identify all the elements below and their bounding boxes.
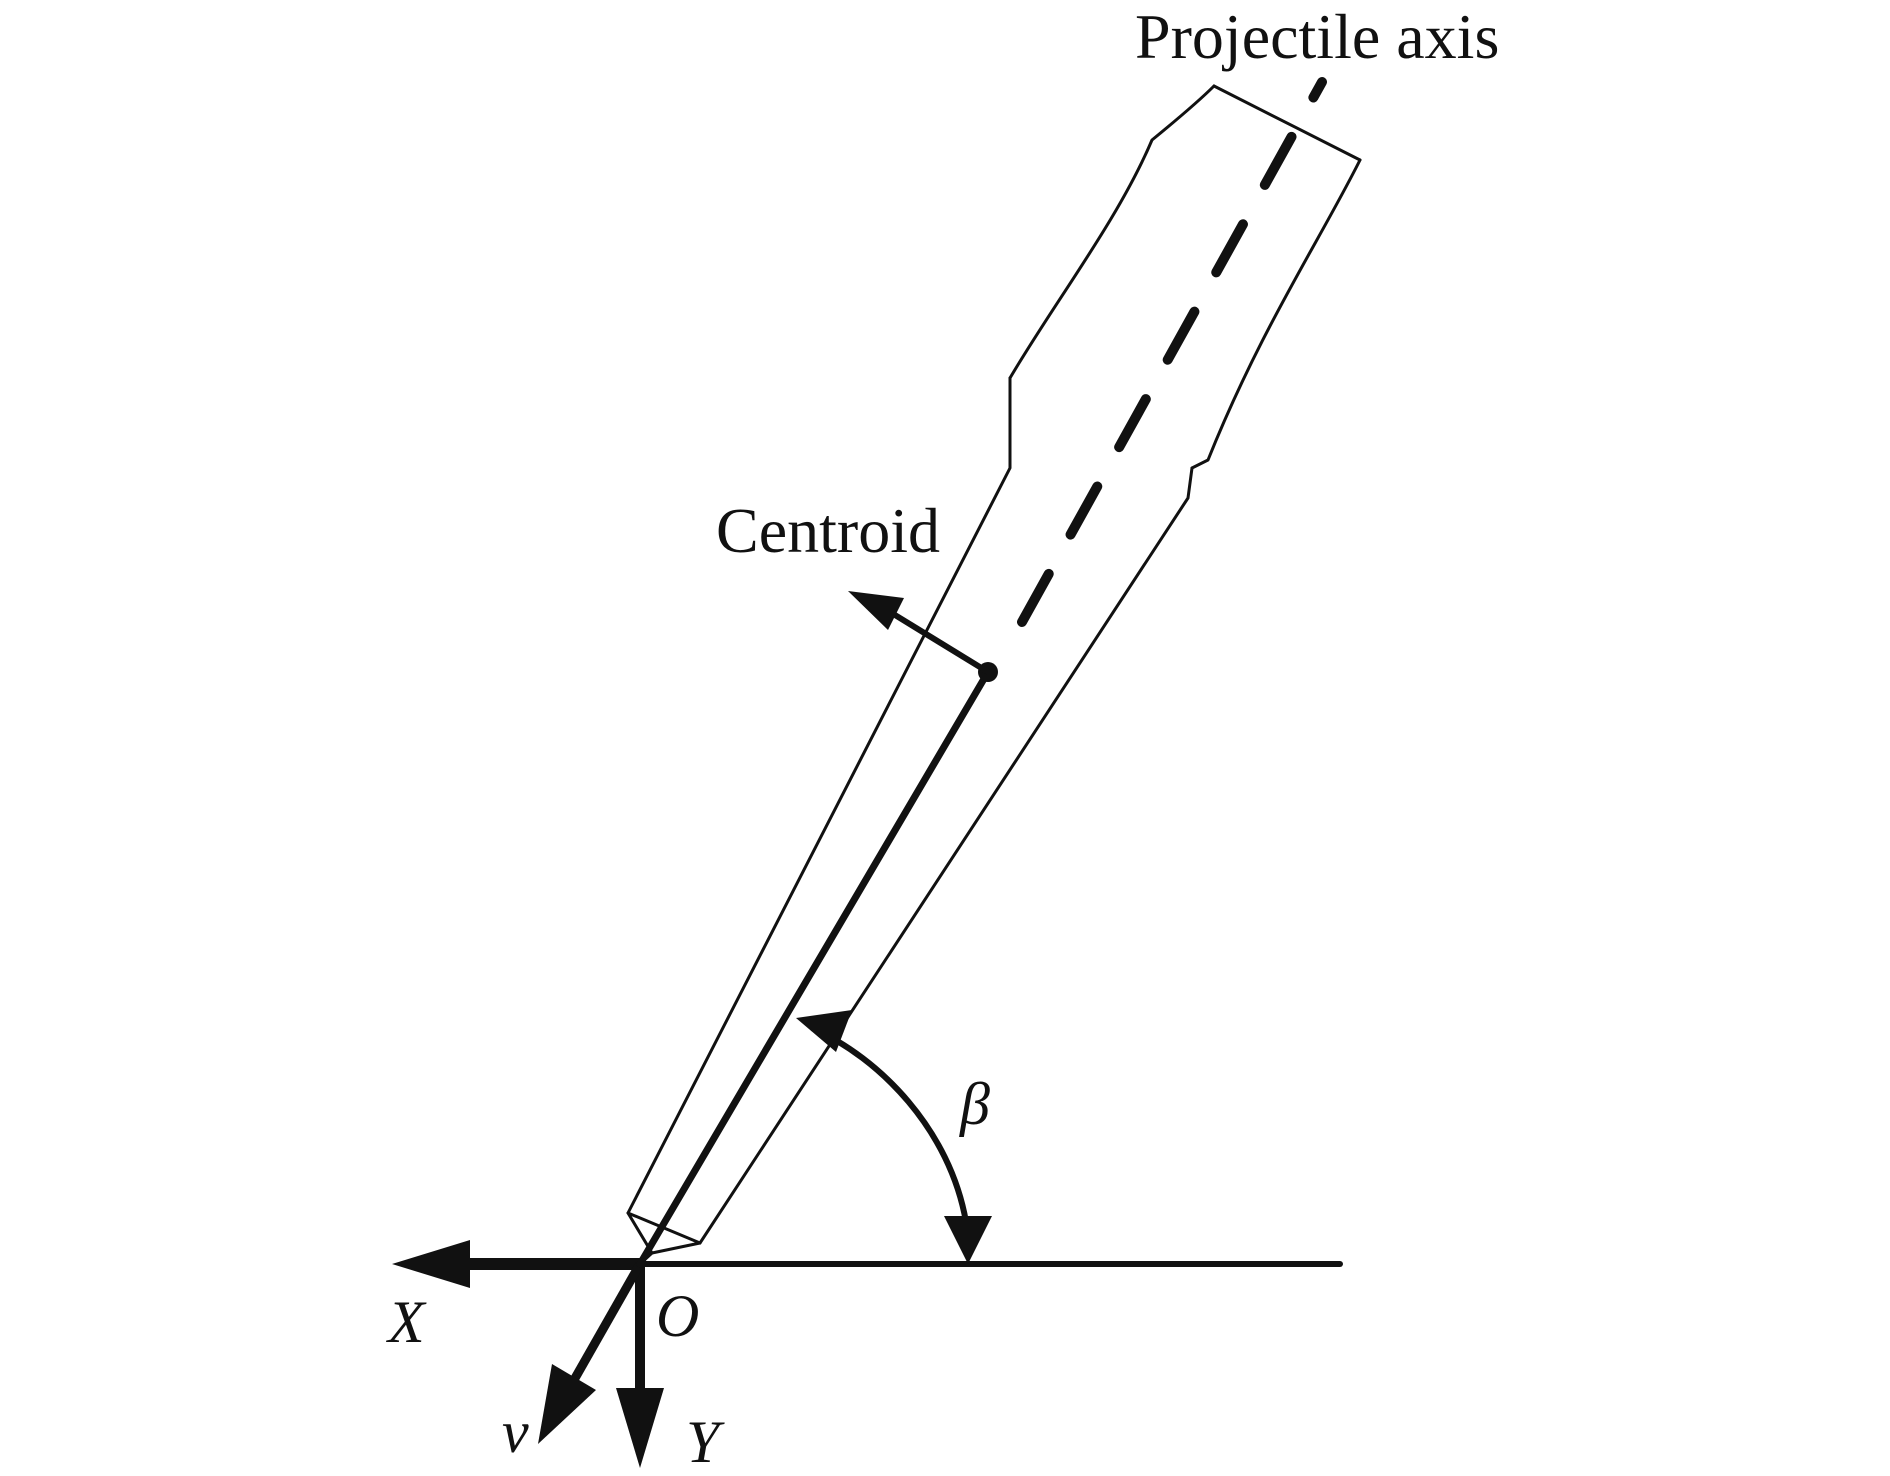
beta-label: β — [959, 1071, 990, 1137]
beta-angle-arc — [810, 1025, 969, 1223]
centroid-label: Centroid — [716, 495, 940, 566]
projectile-body — [626, 84, 1362, 1266]
x-axis-label: X — [386, 1289, 427, 1355]
y-axis-arrowhead — [616, 1388, 664, 1468]
origin-label: O — [656, 1283, 699, 1349]
origin-to-centroid-line — [636, 668, 992, 1268]
x-axis-arrowhead — [392, 1240, 470, 1288]
y-axis-label: Y — [686, 1409, 725, 1475]
velocity-label: v — [502, 1399, 529, 1465]
velocity-shaft — [570, 1261, 644, 1383]
projectile-axis-line — [1017, 77, 1327, 627]
projectile-axis-label: Projectile axis — [1135, 1, 1499, 72]
beta-arc-arrowhead-bottom — [944, 1216, 992, 1264]
beta-arc-arrowhead-top — [796, 1010, 852, 1052]
centroid-pointer-shaft — [893, 612, 990, 675]
velocity-arrowhead — [538, 1364, 596, 1444]
centroid-pointer-arrowhead — [848, 591, 904, 630]
